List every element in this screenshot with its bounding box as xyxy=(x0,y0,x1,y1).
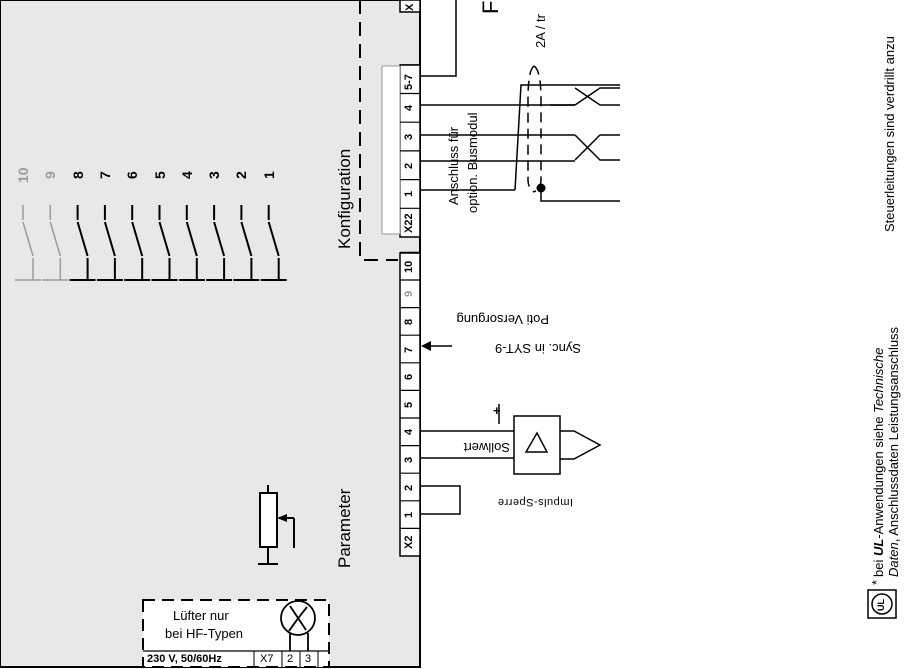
switch-number-3: 3 xyxy=(206,171,223,179)
fuse-label: 2A / tr xyxy=(533,14,548,48)
x22-terminal-2: 2 xyxy=(403,162,415,169)
x2-terminal-6: 6 xyxy=(403,373,415,381)
ul-note-daten: Daten xyxy=(886,542,901,577)
ul-note-rest: , Anschlussdaten Leistungsanschluss xyxy=(886,326,901,543)
x2-terminal-header: X2 xyxy=(403,535,415,550)
shield-junction xyxy=(536,183,546,193)
konfiguration-label: Konfiguration xyxy=(335,148,354,249)
x2-dividers xyxy=(400,251,420,530)
dip-switch-10 xyxy=(15,205,41,281)
x22-label-area xyxy=(381,65,401,235)
ul-note-line2: Daten, Anschlussdaten Leistungsanschluss xyxy=(886,327,901,577)
busmodul-label-line1: Anschluss für xyxy=(446,126,461,205)
x2-terminal-1: 1 xyxy=(403,511,415,519)
switch-number-10: 10 xyxy=(15,167,31,183)
potentiometer-symbol xyxy=(258,485,295,565)
poti-label: Poti Versorgung xyxy=(456,312,549,327)
terminal-column xyxy=(399,252,421,557)
switch-number-8: 8 xyxy=(69,171,86,179)
x7-terminal-3: 3 xyxy=(305,653,312,665)
sync-label: Sync. in SYT-9 xyxy=(495,341,581,356)
controller-housing xyxy=(0,0,421,668)
x2-terminal-4: 4 xyxy=(403,429,415,436)
dip-switch-4 xyxy=(178,205,205,281)
dip-switch-5 xyxy=(151,205,178,281)
x22-dividers xyxy=(400,64,420,209)
dip-switch-8 xyxy=(69,205,96,281)
switch-number-2: 2 xyxy=(233,171,250,179)
impuls-sperre-label: Impuls-Sperre xyxy=(497,496,573,508)
x2-terminal-9: 9 xyxy=(403,291,415,298)
dip-switch-1 xyxy=(260,205,287,281)
x2-terminal-7: 7 xyxy=(403,346,415,353)
switch-number-6: 6 xyxy=(124,171,141,179)
ul-note-bold: UL xyxy=(871,538,886,557)
x7-label: X7 xyxy=(260,653,274,665)
x22-terminal-3: 3 xyxy=(403,133,415,141)
f-label: F xyxy=(478,0,503,14)
x2-terminal-8: 8 xyxy=(403,318,415,325)
x22-terminal-header: X22 xyxy=(403,213,415,234)
x-top-label: X xyxy=(404,3,416,11)
switch-number-5: 5 xyxy=(151,171,168,179)
dip-switch-9 xyxy=(42,205,69,281)
bus-wiring xyxy=(420,0,620,202)
dip-switches xyxy=(15,205,287,281)
switch-number-9: 9 xyxy=(42,171,59,179)
x2-terminal-3: 3 xyxy=(403,456,415,463)
x22-terminal-1: 1 xyxy=(403,191,415,198)
x2-terminal-10: 10 xyxy=(403,260,415,274)
dip-switch-2 xyxy=(233,205,260,281)
sollwert-label: Sollwert xyxy=(463,440,510,455)
impuls-sperre-jumper xyxy=(420,485,461,515)
dip-switch-3 xyxy=(206,205,233,281)
sollwert-plus: + xyxy=(493,403,501,418)
voltage-label: 230 V, 50/60Hz xyxy=(147,653,222,665)
ul-note-prefix: bei xyxy=(871,556,886,577)
ul-asterisk: * xyxy=(869,579,884,585)
x2-terminal-5: 5 xyxy=(403,401,415,408)
ul-note-mid: -Anwendungen siehe xyxy=(871,412,886,539)
sync-arrow xyxy=(421,341,452,351)
switch-number-1: 1 xyxy=(260,171,277,179)
ul-note-italic: Technische xyxy=(871,347,886,413)
sollwert-amplifier xyxy=(420,404,602,475)
dip-switch-7 xyxy=(96,205,123,281)
luefter-label-2: bei HF-Typen xyxy=(165,626,244,641)
ul-logo xyxy=(867,589,897,619)
fan-icon xyxy=(280,600,316,651)
dip-switch-6 xyxy=(124,205,151,281)
luefter-label-1: Lüfter nur xyxy=(173,608,229,623)
x-top-box xyxy=(399,0,421,13)
ul-logo-text: UL xyxy=(876,599,886,611)
switch-number-4: 4 xyxy=(178,171,195,179)
parameter-label: Parameter xyxy=(335,488,354,568)
x7-terminal-2: 2 xyxy=(287,653,294,665)
busmodul-label-line2: option. Busmodul xyxy=(465,112,480,213)
steuerleitungen-note: Steuerleitungen sind verdrillt anzu xyxy=(882,36,897,232)
x2-terminal-2: 2 xyxy=(403,484,415,491)
ul-note-line1: bei UL-Anwendungen siehe Technische xyxy=(871,348,886,577)
switch-number-7: 7 xyxy=(96,171,113,179)
x22-terminal-5-7: 5-7 xyxy=(403,73,415,90)
fan-box-outline xyxy=(142,599,330,668)
x22-terminal-4: 4 xyxy=(403,105,415,112)
